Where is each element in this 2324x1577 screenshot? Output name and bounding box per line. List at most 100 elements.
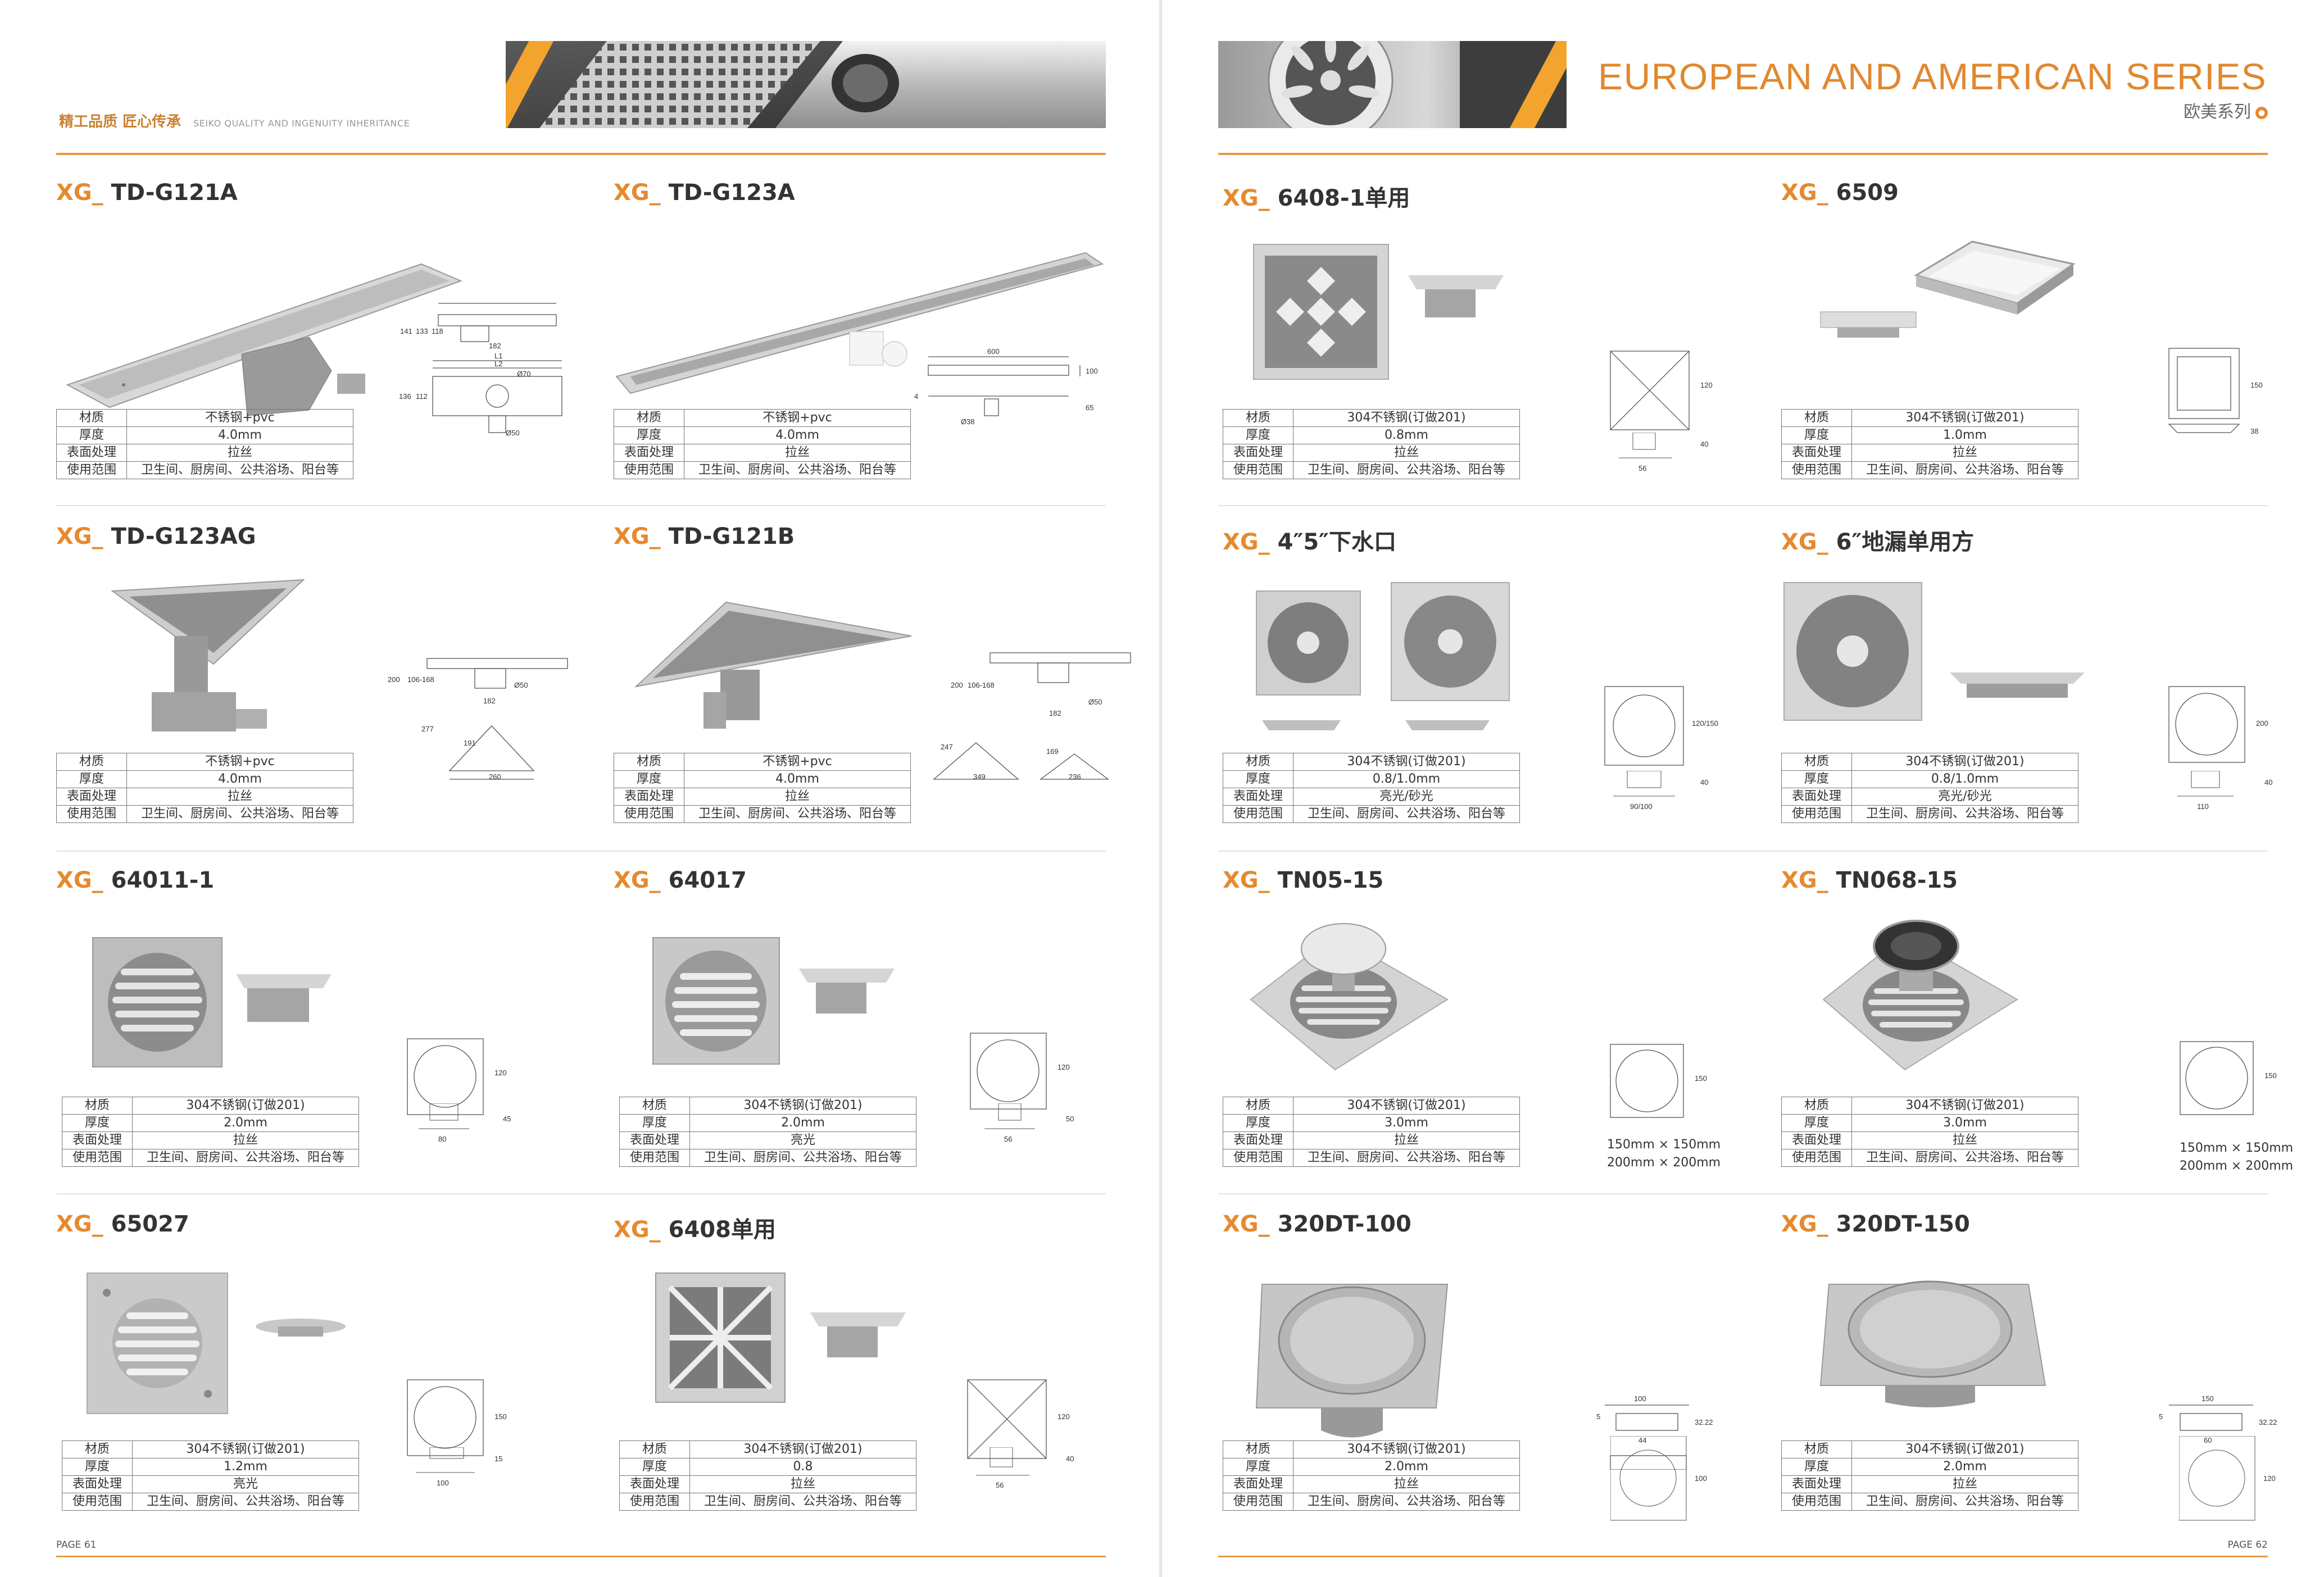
page-number: PAGE 61 <box>56 1539 97 1551</box>
svg-text:600: 600 <box>987 347 1000 356</box>
svg-text:38: 38 <box>2250 427 2258 435</box>
svg-text:150: 150 <box>2202 1394 2214 1403</box>
product-code: XG_ TD-G123A <box>614 180 795 206</box>
tile-insert-drain-photo: 150 38 <box>1820 240 2263 435</box>
svg-text:110: 110 <box>2197 802 2209 811</box>
product-code: XG_ 320DT-100 <box>1223 1211 1411 1237</box>
svg-text:60: 60 <box>2204 1436 2212 1444</box>
svg-text:118: 118 <box>432 327 443 335</box>
svg-text:200: 200 <box>388 675 400 684</box>
square-floor-drain-photo: 120 <box>1253 244 1713 430</box>
svg-text:277: 277 <box>421 725 434 733</box>
svg-text:169: 169 <box>1046 747 1059 756</box>
product-code: XG_ TN068-15 <box>1781 867 1958 893</box>
svg-text:150: 150 <box>1695 1074 1707 1083</box>
series-subtitle: 欧美系列● <box>2184 98 2268 122</box>
svg-text:106-168: 106-168 <box>968 681 995 689</box>
svg-text:141: 141 <box>400 327 412 335</box>
svg-text:120/150: 120/150 <box>1692 719 1718 728</box>
svg-text:40: 40 <box>1066 1455 1074 1463</box>
left-page: 精工品质 匠心传承 SEIKO QUALITY AND INGENUITY INH… <box>56 41 1147 1557</box>
svg-text:Ø50: Ø50 <box>514 681 528 689</box>
svg-text:191: 191 <box>464 739 476 747</box>
svg-text:100: 100 <box>437 1479 449 1487</box>
svg-text:4: 4 <box>914 392 918 401</box>
svg-text:200: 200 <box>2256 719 2268 728</box>
pop-up-floor-drain-photo: 150 <box>1822 920 2277 1115</box>
svg-text:247: 247 <box>941 743 953 751</box>
page-number: PAGE 62 <box>2227 1539 2268 1551</box>
svg-text:136: 136 <box>399 392 411 401</box>
dimension-drawing: 120 <box>2179 1436 2276 1521</box>
dimension-drawing: 40 90/100 <box>1613 771 1708 811</box>
svg-text:120: 120 <box>1700 381 1713 389</box>
svg-text:65: 65 <box>1086 403 1093 412</box>
svg-text:56: 56 <box>1638 464 1646 472</box>
linear-drain-photo: 600 100 4 65 Ø38 <box>615 252 1104 426</box>
svg-text:236: 236 <box>1069 772 1081 781</box>
tagline-en: SEIKO QUALITY AND INGENUITY INHERITANCE <box>193 118 410 129</box>
row-separator <box>1218 505 2268 506</box>
tagline-cn: 精工品质 匠心传承 <box>59 113 181 130</box>
corner-drain-photo: 200 106-168 Ø50 182 247 349 169 236 <box>634 601 1131 781</box>
svg-text:Ø38: Ø38 <box>961 417 975 426</box>
svg-text:120: 120 <box>494 1069 507 1077</box>
dimension-drawing: 15 100 <box>416 1447 502 1487</box>
svg-text:L2: L2 <box>494 360 502 368</box>
product-code: XG_ 64017 <box>614 867 747 893</box>
dimension-drawing: 40 56 <box>976 1447 1074 1489</box>
svg-text:150: 150 <box>2264 1071 2277 1080</box>
series-title: EUROPEAN AND AMERICAN SERIES <box>1598 56 2267 97</box>
product-code: XG_ 320DT-150 <box>1781 1211 1970 1237</box>
svg-text:100: 100 <box>1634 1394 1646 1403</box>
svg-text:112: 112 <box>416 392 428 401</box>
svg-text:182: 182 <box>1049 709 1061 717</box>
svg-text:100: 100 <box>1695 1474 1707 1483</box>
svg-text:120: 120 <box>1057 1412 1070 1421</box>
svg-text:56: 56 <box>1004 1135 1012 1143</box>
footer-rule <box>56 1556 1106 1557</box>
row-separator <box>56 851 1106 852</box>
product-code: XG_ TN05-15 <box>1223 867 1384 893</box>
svg-text:32.22: 32.22 <box>1695 1418 1713 1426</box>
product-code: XG_ 4″5″下水口 <box>1223 529 1397 555</box>
size-note: 150mm × 150mm 200mm × 200mm <box>1606 1138 1721 1170</box>
svg-text:5: 5 <box>1596 1412 1600 1421</box>
svg-text:15: 15 <box>494 1455 502 1463</box>
linear-drain-banner-illustration <box>506 41 1106 128</box>
svg-text:106-168: 106-168 <box>407 675 434 684</box>
svg-text:133: 133 <box>416 327 428 335</box>
sealed-floor-drain-photo: 100 5 32.22 44 <box>1255 1284 1713 1470</box>
square-floor-drain-photo: 120/150 <box>1256 582 1718 766</box>
svg-text:100: 100 <box>1086 367 1098 375</box>
svg-text:182: 182 <box>483 697 496 705</box>
square-floor-drain-photo: 120 45 <box>92 937 511 1123</box>
square-floor-drain-photo: 120 <box>655 1272 1070 1459</box>
right-page: EUROPEAN AND AMERICAN SERIES 欧美系列● XG_ 6… <box>1162 0 2324 1577</box>
header-rule <box>1218 153 2268 155</box>
dimension-drawing: 40 56 <box>1619 433 1708 472</box>
svg-text:120: 120 <box>2263 1474 2276 1483</box>
product-code: XG_ 64011-1 <box>56 867 215 893</box>
corner-drain-photo: 200 106-168 Ø50 182 277 191 260 <box>111 579 568 781</box>
svg-text:80: 80 <box>438 1135 446 1143</box>
footer-rule <box>1218 1556 2268 1557</box>
product-code: XG_ TD-G121A <box>56 180 238 206</box>
svg-text:32.22: 32.22 <box>2259 1418 2277 1426</box>
dimension-drawing: 56 <box>984 1103 1035 1143</box>
